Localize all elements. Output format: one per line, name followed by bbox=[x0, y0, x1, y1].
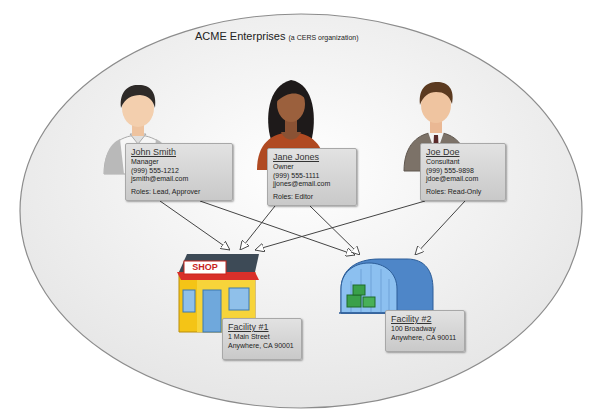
card-detail: (999) 555-9898 bbox=[426, 167, 500, 176]
icon-part bbox=[184, 261, 226, 274]
card-detail: Roles: Editor bbox=[273, 193, 351, 202]
organization-name: ACME Enterprises bbox=[195, 30, 285, 42]
icon-part bbox=[347, 295, 361, 307]
organization-note: (a CERS organization) bbox=[288, 34, 358, 41]
card-detail: jdoe@email.com bbox=[426, 175, 500, 184]
icon-part bbox=[363, 297, 375, 307]
card-detail: Manager bbox=[131, 158, 227, 167]
icon-part bbox=[203, 290, 221, 332]
card-detail: Owner bbox=[273, 163, 351, 172]
access-arrow bbox=[240, 206, 275, 250]
sign-text: SHOP bbox=[184, 261, 226, 274]
card-detail: Anywhere, CA 90001 bbox=[228, 342, 296, 351]
access-arrow bbox=[160, 201, 230, 250]
card-detail: (999) 555-1111 bbox=[273, 172, 351, 181]
access-arrow bbox=[415, 201, 465, 255]
card-detail: Roles: Read-Only bbox=[426, 188, 500, 197]
facility-card: Facility #2100 BroadwayAnywhere, CA 9001… bbox=[385, 310, 465, 352]
card-heading: John Smith bbox=[131, 147, 227, 158]
card-detail: 1 Main Street bbox=[228, 333, 296, 342]
person-node: Jane JonesOwner(999) 555-1111jjones@emai… bbox=[255, 70, 357, 206]
icon-part bbox=[341, 263, 397, 313]
card-detail: jjones@email.com bbox=[273, 180, 351, 189]
icon-part bbox=[229, 288, 249, 310]
icon-part bbox=[121, 85, 156, 108]
contact-card: John SmithManager(999) 555-1212jsmith@em… bbox=[125, 143, 233, 201]
icon-part bbox=[104, 139, 124, 174]
person-node: John SmithManager(999) 555-1212jsmith@em… bbox=[100, 78, 233, 201]
card-detail: jsmith@email.com bbox=[131, 175, 227, 184]
card-heading: Facility #1 bbox=[228, 322, 296, 333]
icon-part bbox=[353, 285, 365, 295]
ellipse-shape bbox=[20, 14, 582, 408]
person-node: Joe DoeConsultant(999) 555-9898jdoe@emai… bbox=[400, 75, 506, 201]
card-heading: Facility #2 bbox=[391, 314, 459, 325]
access-arrow bbox=[310, 206, 360, 255]
contact-card: Joe DoeConsultant(999) 555-9898jdoe@emai… bbox=[420, 143, 506, 201]
title-row: ACME Enterprises(a CERS organization) bbox=[195, 30, 359, 42]
card-detail: (999) 555-1212 bbox=[131, 167, 227, 176]
organization-ellipse: ACME Enterprises(a CERS organization) Joh… bbox=[18, 12, 584, 410]
icon-part bbox=[183, 290, 195, 312]
card-detail: Anywhere, CA 90011 bbox=[391, 334, 459, 343]
facility-card: Facility #11 Main StreetAnywhere, CA 900… bbox=[222, 318, 302, 360]
facility-node: Facility #2100 BroadwayAnywhere, CA 9001… bbox=[335, 255, 465, 352]
card-detail: Consultant bbox=[426, 158, 500, 167]
card-heading: Joe Doe bbox=[426, 147, 500, 158]
access-arrow bbox=[255, 201, 425, 250]
card-heading: Jane Jones bbox=[273, 152, 351, 163]
icon-part bbox=[420, 82, 453, 105]
contact-card: Jane JonesOwner(999) 555-1111jjones@emai… bbox=[267, 148, 357, 206]
icon-part bbox=[268, 80, 314, 142]
card-detail: Roles: Lead, Approver bbox=[131, 188, 227, 197]
card-detail: 100 Broadway bbox=[391, 325, 459, 334]
warehouse-icon bbox=[335, 255, 437, 315]
icon-part bbox=[341, 259, 433, 313]
icon-part bbox=[276, 82, 306, 102]
